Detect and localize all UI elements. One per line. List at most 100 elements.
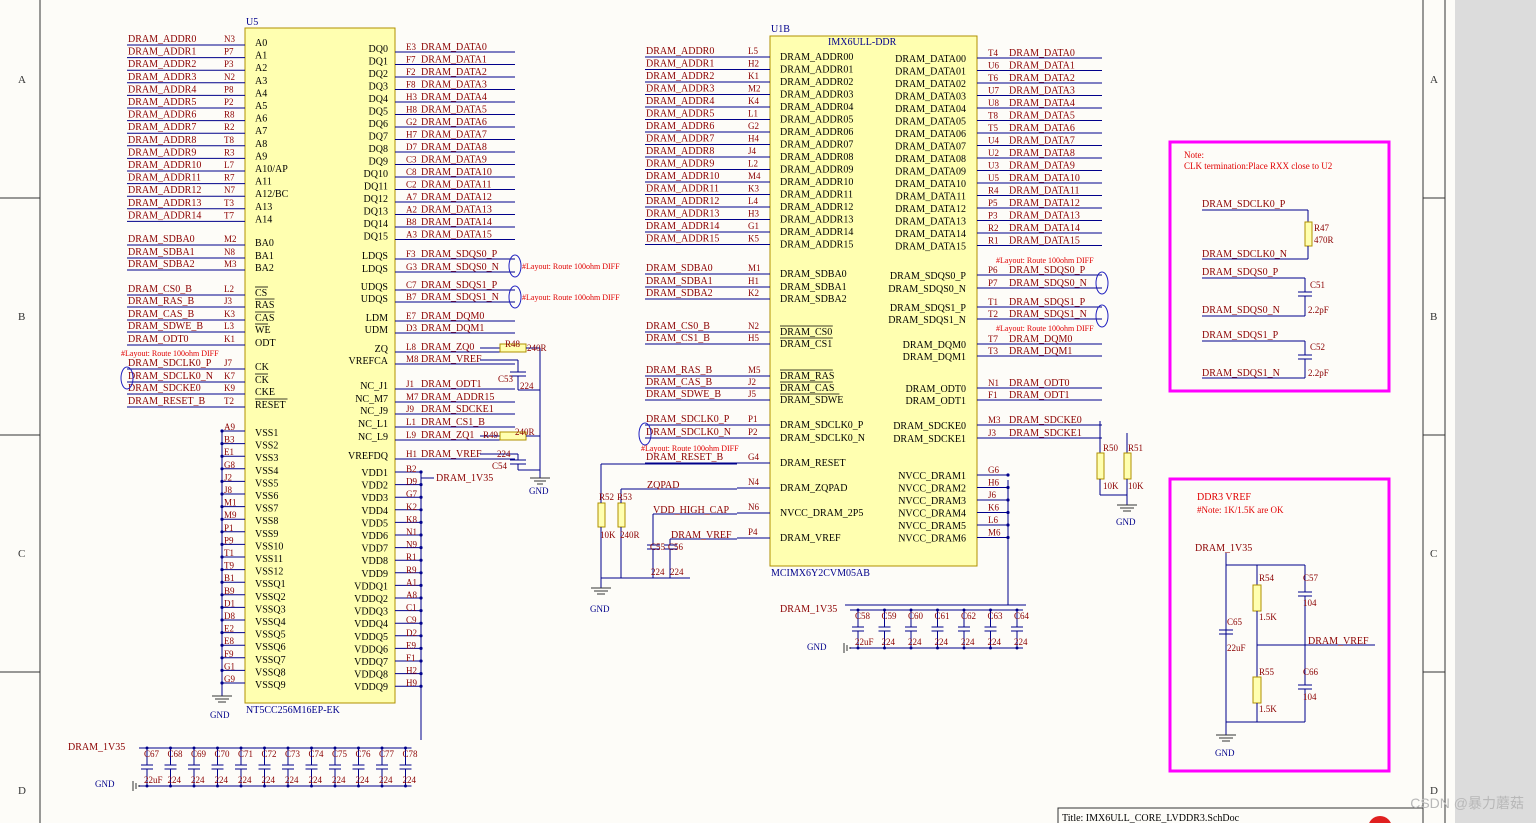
vref-box-net: DRAM_VREF [1308,636,1369,647]
cap-junction [404,784,407,788]
u5-pin-name: DQ12 [364,194,388,205]
u1-net-label: DRAM_SDCKE0 [1009,415,1082,426]
u5-pin-number: L1 [406,417,416,427]
cap-value: 224 [356,775,370,785]
viewer-scroll-area[interactable] [1455,0,1536,823]
gnd-label-zq: GND [529,486,549,496]
u1-pin-name: DRAM_ADDR12 [780,202,853,213]
u5-vdd-name: VDD6 [361,531,388,542]
cap-value: 224 [1014,637,1028,647]
r49-value: 240R [515,427,535,437]
cap-value: 224 [935,637,949,647]
u5-vdd-number: B2 [406,464,417,474]
u1-net-label: DRAM_SDBA2 [646,288,713,299]
cap-ref: C63 [988,611,1004,621]
u5-pin-name: DQ8 [369,144,388,155]
cap-junction [192,746,196,750]
u1-net-label: DRAM_SDQS0_N [1009,278,1087,289]
u1-net-label: DRAM_DATA7 [1009,136,1075,147]
u5-vss-name: VSS11 [255,554,283,565]
u5-pin-number: P7 [224,47,234,57]
cap-junction [856,608,860,612]
cap-junction [263,784,266,788]
u5-vdd-name: VDDQ3 [354,607,388,618]
u1-pin-name: DRAM_ADDR03 [780,90,853,101]
u5-net-label: DRAM_RESET_B [128,396,206,407]
u5-pin-name: DQ10 [364,169,388,180]
u5-pin-number: H3 [406,92,417,102]
u5-pin-name: BA0 [255,238,274,249]
u5-vss-number: B9 [224,586,235,596]
u5-vss-name: VSS6 [255,491,278,502]
diff-note-u1-clk: #Layout: Route 100ohm DIFF [641,444,739,453]
cap-junction [239,784,243,788]
cap-value: 224 [403,775,417,785]
r52-ref: R52 [599,492,614,502]
u1-pin-name: NVCC_DRAM2 [898,484,966,495]
u5-pin-number: L9 [406,430,416,440]
u1-pin-name: DRAM_SDBA1 [780,282,847,293]
cap-ref: C60 [908,611,924,621]
u5-net-label: DRAM_DATA4 [421,92,487,103]
cap-junction [263,746,266,750]
cap-ref: C76 [356,749,372,759]
u1-net-label: DRAM_ADDR12 [646,196,719,207]
u5-pin-name: CK [255,362,270,373]
row-label-right-a: A [1430,74,1438,86]
u5-net-label: DRAM_RAS_B [128,296,194,307]
u5-vdd-number: N9 [406,540,417,550]
u5-vdd-number: A8 [406,590,417,600]
row-label-right-d: D [1430,785,1438,797]
u5-pin-number: A7 [406,192,417,202]
diff-marker [638,422,652,446]
vdd-high-cap-net: VDD_HIGH_CAP [653,505,730,516]
c65-ref: C65 [1227,617,1243,627]
u5-pin-name: A12/BC [255,189,289,200]
u5-vss-name: VSS10 [255,541,283,552]
u1-pin-number: M1 [748,263,761,273]
cap-junction [989,608,992,612]
cap-ref: C73 [285,749,301,759]
u1-pin-name: DRAM_DATA08 [895,154,966,165]
u5-net-label: DRAM_SDBA0 [128,234,195,245]
u5-net-label: DRAM_SDQS1_P [421,280,498,291]
u1b-imx6ull-ddr[interactable]: U1B IMX6ULL-DDR MCIMX6Y2CVM05AB DRAM_ADD… [645,24,1102,579]
u1-net-label: DRAM_DATA11 [1009,186,1080,197]
u5-net-label: DRAM_CS1_B [421,417,485,428]
u1-pin-name: DRAM_ADDR09 [780,165,853,176]
u1-pin-number: T1 [988,297,998,307]
diff-note-u1-sdqs1: #Layout: Route 100ohm DIFF [996,324,1094,333]
cap-ref: C59 [882,611,898,621]
u5-pin-number: F8 [406,80,416,90]
u5-net-label: DRAM_ADDR15 [421,392,494,403]
cap-ref: C77 [379,749,395,759]
u5-net-label: DRAM_ADDR13 [128,198,201,209]
u5-pin-number: F3 [406,249,416,259]
cap-junction [1015,646,1019,650]
u5-net-label: DRAM_VREF [421,354,482,365]
u5-net-label: DRAM_ADDR0 [128,34,196,45]
u1-pin-name: DRAM_ADDR06 [780,127,853,138]
u1-net-label: DRAM_DATA2 [1009,73,1075,84]
u5-pin-number: D7 [406,142,417,152]
u1-pin-name: DRAM_DATA03 [895,92,966,103]
r53-ref: R53 [617,492,633,502]
u5-designator: U5 [246,17,258,28]
u1-net-label: DRAM_DATA4 [1009,98,1075,109]
cap-junction [909,608,913,612]
u5-net-label: DRAM_CS0_B [128,284,192,295]
u1-pin-number: L1 [748,109,758,119]
cap-value: 22uF [855,637,874,647]
u1b-decoupling-caps: C5822uFC59224C60224C61224C62224C63224C64… [843,608,1030,653]
u1-net-label: DRAM_DATA6 [1009,123,1075,134]
u5-net-label: DRAM_DQM1 [421,323,484,334]
u1-pin-number: M5 [748,365,761,375]
c53-ref: C53 [498,374,514,384]
clk-note-text: CLK termination:Place RXX close to U2 [1184,161,1332,171]
u5-pin-name: CKE [255,387,275,398]
u5-vss-name: VSS5 [255,478,278,489]
